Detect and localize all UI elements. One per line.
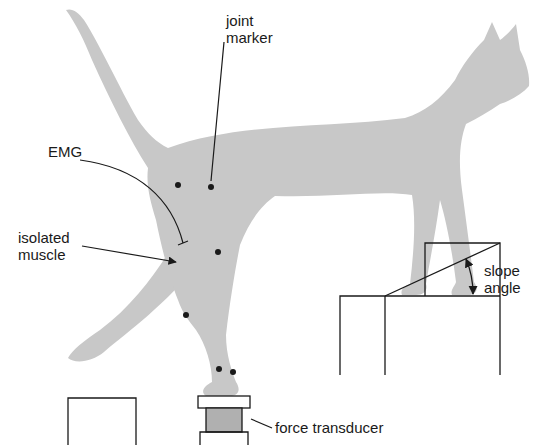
- ground-block: [68, 398, 136, 445]
- joint-marker-dots: [175, 182, 236, 375]
- angle-arc: [466, 259, 473, 294]
- transducer-label: force transducer: [275, 419, 383, 436]
- emg-wire: [80, 160, 188, 245]
- force-transducer: [198, 396, 250, 445]
- leader-line: [251, 419, 272, 428]
- leader-line: [211, 42, 224, 181]
- slope-angle-label: slope angle: [484, 262, 530, 296]
- muscle-label: isolated muscle: [18, 229, 80, 263]
- emg-label: EMG: [48, 143, 82, 160]
- leader-arrow: [82, 246, 176, 262]
- slope-steps: [340, 243, 500, 375]
- cat-body: [66, 9, 529, 396]
- joint-marker-label: joint marker: [226, 12, 286, 46]
